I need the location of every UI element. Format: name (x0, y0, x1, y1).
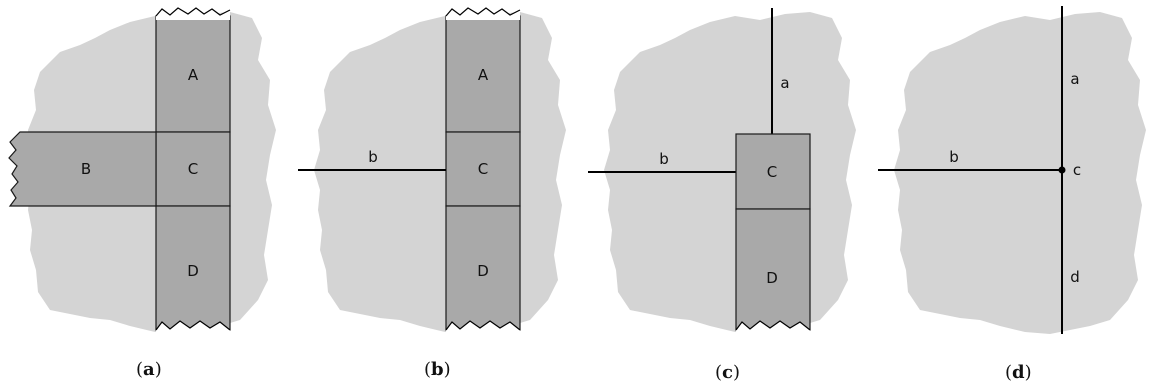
torn-edge-bottom (736, 321, 810, 336)
label-a: a (1070, 70, 1079, 88)
junction-point (1058, 166, 1066, 174)
torn-line-bottom (735, 320, 811, 331)
label-a: a (780, 74, 789, 92)
caption-d: (d) (1005, 362, 1032, 383)
torn-edge-bottom (446, 321, 520, 336)
label-C: C (767, 163, 777, 181)
block-C (735, 133, 811, 210)
label-A: A (478, 66, 489, 84)
panel-c: a b C D (588, 8, 856, 336)
label-A: A (188, 66, 199, 84)
block-A (155, 15, 231, 133)
torn-line-top (155, 7, 231, 17)
label-c: c (1073, 161, 1081, 179)
torn-line-bottom (155, 320, 231, 331)
label-C: C (188, 160, 198, 178)
label-d: d (1070, 268, 1080, 286)
panel-d: a b c d (878, 6, 1146, 334)
label-B: B (81, 160, 91, 178)
torn-line-bottom (445, 320, 521, 331)
label-b: b (368, 148, 378, 166)
label-b: b (949, 148, 959, 166)
panel-a: A B C D (8, 7, 276, 336)
region-blob (894, 12, 1146, 334)
torn-edge-top (156, 8, 230, 20)
block-D (735, 208, 811, 331)
torn-line-top (445, 7, 521, 17)
torn-edge-bottom (156, 321, 230, 336)
label-D: D (766, 269, 778, 287)
block-D (445, 205, 521, 331)
panel-b: A b C D (298, 7, 566, 336)
label-D: D (187, 262, 199, 280)
caption-b: (b) (424, 359, 451, 380)
block-C (155, 131, 231, 207)
block-D (155, 205, 231, 331)
caption-c: (c) (715, 362, 740, 383)
region-blob (314, 12, 566, 334)
block-C (445, 131, 521, 207)
label-C: C (478, 160, 488, 178)
block-A (445, 15, 521, 133)
label-b: b (659, 150, 669, 168)
torn-edge-top (446, 8, 520, 20)
block-B (8, 131, 157, 207)
caption-a: (a) (136, 359, 162, 380)
label-D: D (477, 262, 489, 280)
